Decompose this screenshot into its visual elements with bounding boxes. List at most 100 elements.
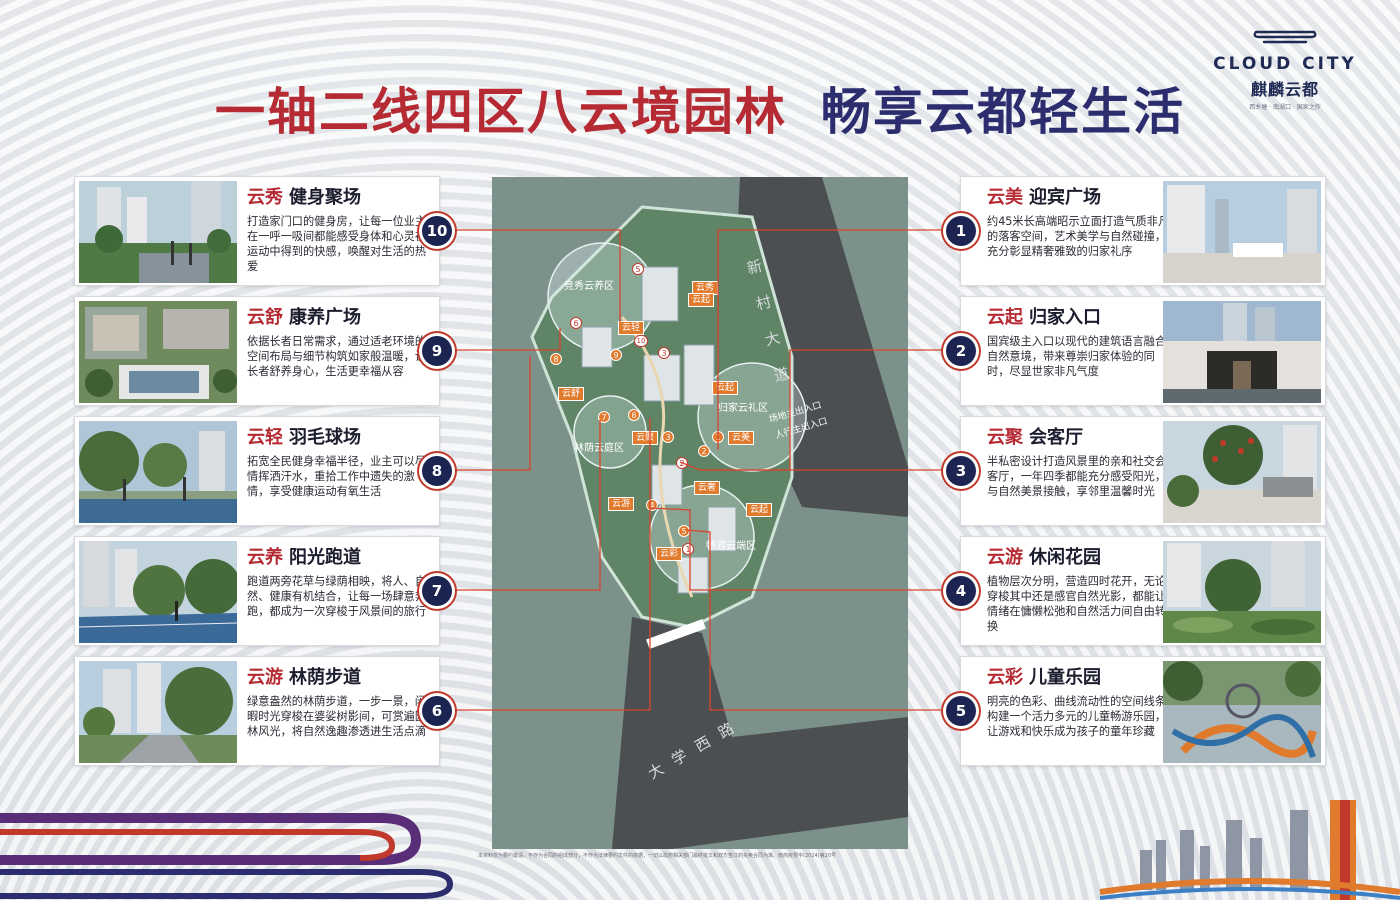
zone-label: 归家云礼区 [718, 403, 768, 414]
map-tag: 云游 [608, 491, 635, 511]
badge-7: 7 [422, 576, 452, 606]
map-tag: 云轻 [618, 315, 645, 335]
photo-fitness [79, 181, 237, 283]
card-text: 云游休闲花园 植物层次分明，营造四时花开，无论穿梭其中还是感官自然光影，都能让情… [987, 547, 1172, 634]
photo-lounge [1163, 421, 1321, 523]
zone-label: 林荫云庭区 [574, 443, 624, 454]
map-pin: 1 [712, 431, 724, 443]
card-text: 云起归家入口 国宾级主入口以现代的建筑语言融合自然意境，带来尊崇归家体验的同时，… [987, 307, 1172, 379]
map-pin: 10 [634, 335, 648, 347]
map-pin: 5 [632, 263, 644, 275]
card-yunyang: 云养阳光跑道 跑道两旁花草与绿荫相映，将人、自然、健康有机结合，让每一场肆意奔跑… [74, 536, 440, 646]
card-title: 云养阳光跑道 [247, 547, 361, 568]
card-title: 云彩儿童乐园 [987, 667, 1101, 688]
badge-9: 9 [422, 336, 452, 366]
photo-kids-park [1163, 661, 1321, 763]
photo-welcome-plaza [1163, 181, 1321, 283]
map-tag: 云聚 [632, 425, 659, 445]
photo-home-entrance [1163, 301, 1321, 403]
map-pin: 5 [678, 525, 690, 537]
card-text: 云轻羽毛球场 拓宽全民健身幸福半径，业主可以尽情挥洒汗水，重拾工作中遗失的激情，… [247, 427, 432, 499]
map-tag: 云奢 [694, 475, 721, 495]
zone-label: 畅游云端区 [706, 541, 756, 552]
badge-8: 8 [422, 456, 452, 486]
map-pin: 3 [658, 347, 670, 359]
card-desc: 依据长者日常需求，通过适老环境的空间布局与细节构筑如家般温暖，让长者舒养身心，生… [247, 335, 427, 378]
map-tag: 云起 [746, 497, 773, 517]
map-tag: 云起 [688, 287, 715, 307]
map-pin: 9 [610, 349, 622, 361]
map-pin: 8 [550, 353, 562, 365]
logo-en: CLOUD CITY [1213, 54, 1357, 74]
photo-running-track [79, 541, 237, 643]
badge-3: 3 [946, 456, 976, 486]
map-tag: 云秀 [692, 275, 719, 295]
card-title: 云游休闲花园 [987, 547, 1101, 568]
map-pin: 2 [698, 445, 710, 457]
card-yunxiu: 云秀健身聚场 打造家门口的健身房，让每一位业主在一呼一吸间都能感受身体和心灵在运… [74, 176, 440, 286]
map-pin: 4 [646, 499, 658, 511]
card-text: 云秀健身聚场 打造家门口的健身房，让每一位业主在一呼一吸间都能感受身体和心灵在运… [247, 187, 432, 274]
card-yunshu: 云舒康养广场 依据长者日常需求，通过适老环境的空间布局与细节构筑如家般温暖，让长… [74, 296, 440, 406]
map-pin: 6 [628, 409, 640, 421]
card-yunqing: 云轻羽毛球场 拓宽全民健身幸福半径，业主可以尽情挥洒汗水，重拾工作中遗失的激情，… [74, 416, 440, 526]
page-title: 一轴二线四区八云境园林畅享云都轻生活 [0, 72, 1400, 144]
map-pin: 3 [662, 431, 674, 443]
card-desc: 约45米长高端昭示立面打造气质非凡的落客空间，艺术美学与自然碰撞，充分彰显精奢雅… [987, 215, 1170, 258]
card-desc: 明亮的色彩、曲线流动性的空间线条构建一个活力多元的儿童畅游乐园，让游戏和快乐成为… [987, 695, 1167, 738]
card-desc: 跑道两旁花草与绿荫相映，将人、自然、健康有机结合，让每一场肆意奔跑，都成为一次穿… [247, 575, 427, 618]
badge-4: 4 [946, 576, 976, 606]
card-text: 云美迎宾广场 约45米长高端昭示立面打造气质非凡的落客空间，艺术美学与自然碰撞，… [987, 187, 1172, 259]
photo-shade-walkway [79, 661, 237, 763]
map-pin: 7 [598, 411, 610, 423]
map-tag: 云舒 [558, 381, 585, 401]
brand-logo: CLOUD CITY 麒麟云都 西乡塘 · 南湖口 · 国家之作 [1200, 28, 1370, 111]
card-title: 云秀健身聚场 [247, 187, 361, 208]
badge-1: 1 [946, 216, 976, 246]
map-pin: 2 [676, 457, 688, 469]
card-yunyou-walk: 云游林荫步道 绿意盎然的林荫步道，一步一景，闲暇时光穿梭在婆娑树影间，可赏遍园林… [74, 656, 440, 766]
title-part-2: 畅享云都轻生活 [821, 83, 1185, 141]
card-yunju: 云聚会客厅 半私密设计打造风景里的亲和社交会客厅，一年四季都能充分感受阳光，与自… [960, 416, 1326, 526]
card-title: 云起归家入口 [987, 307, 1101, 328]
card-text: 云聚会客厅 半私密设计打造风景里的亲和社交会客厅，一年四季都能充分感受阳光，与自… [987, 427, 1172, 499]
card-text: 云彩儿童乐园 明亮的色彩、曲线流动性的空间线条构建一个活力多元的儿童畅游乐园，让… [987, 667, 1172, 739]
card-title: 云聚会客厅 [987, 427, 1083, 448]
card-title: 云舒康养广场 [247, 307, 361, 328]
photo-badminton [79, 421, 237, 523]
card-yunmei: 云美迎宾广场 约45米长高端昭示立面打造气质非凡的落客空间，艺术美学与自然碰撞，… [960, 176, 1326, 286]
bottom-decoration [0, 800, 1400, 900]
badge-10: 10 [422, 216, 452, 246]
card-desc: 打造家门口的健身房，让每一位业主在一呼一吸间都能感受身体和心灵在运动中得到的快感… [247, 215, 427, 273]
card-title: 云美迎宾广场 [987, 187, 1101, 208]
logo-cn: 麒麟云都 [1250, 80, 1319, 99]
card-desc: 国宾级主入口以现代的建筑语言融合自然意境，带来尊崇归家体验的同时，尽显世家非凡气… [987, 335, 1167, 378]
map-pin: 6 [570, 317, 582, 329]
card-desc: 半私密设计打造风景里的亲和社交会客厅，一年四季都能充分感受阳光，与自然美景接触，… [987, 455, 1167, 498]
cloud-logo-icon [1200, 28, 1370, 48]
badge-6: 6 [422, 696, 452, 726]
card-title: 云游林荫步道 [247, 667, 361, 688]
card-text: 云养阳光跑道 跑道两旁花草与绿荫相映，将人、自然、健康有机结合，让每一场肆意奔跑… [247, 547, 432, 619]
card-yunqi: 云起归家入口 国宾级主入口以现代的建筑语言融合自然意境，带来尊崇归家体验的同时，… [960, 296, 1326, 406]
badge-2: 2 [946, 336, 976, 366]
card-desc: 拓宽全民健身幸福半径，业主可以尽情挥洒汗水，重拾工作中遗失的激情，享受健康运动有… [247, 455, 427, 498]
card-desc: 植物层次分明，营造四时花开，无论穿梭其中还是感官自然光影，都能让情绪在慵懒松弛和… [987, 575, 1167, 633]
map-tag: 云起 [712, 375, 739, 395]
map-pin: 1 [682, 543, 694, 555]
card-yuncai: 云彩儿童乐园 明亮的色彩、曲线流动性的空间线条构建一个活力多元的儿童畅游乐园，让… [960, 656, 1326, 766]
card-desc: 绿意盎然的林荫步道，一步一景，闲暇时光穿梭在婆娑树影间，可赏遍园林风光，将自然逸… [247, 695, 427, 738]
photo-wellness-plaza [79, 301, 237, 403]
card-yunyou-garden: 云游休闲花园 植物层次分明，营造四时花开，无论穿梭其中还是感官自然光影，都能让情… [960, 536, 1326, 646]
map-tag: 云美 [728, 425, 755, 445]
card-text: 云舒康养广场 依据长者日常需求，通过适老环境的空间布局与细节构筑如家般温暖，让长… [247, 307, 432, 379]
photo-leisure-garden [1163, 541, 1321, 643]
zone-label: 竞秀云养区 [564, 281, 614, 292]
site-plan-map: 竞秀云养区 林荫云庭区 归家云礼区 畅游云端区 新村大道 大学西路 场地主出入口… [492, 177, 908, 849]
map-tag: 云彩 [656, 541, 683, 561]
badge-5: 5 [946, 696, 976, 726]
logo-sub: 西乡塘 · 南湖口 · 国家之作 [1249, 104, 1321, 111]
card-title: 云轻羽毛球场 [247, 427, 361, 448]
disclaimer: 本资料仅为要约邀请，不作为合同的组成部分，不作为法律要约文件的依据，一切以政府相… [478, 853, 836, 859]
card-text: 云游林荫步道 绿意盎然的林荫步道，一步一景，闲暇时光穿梭在婆娑树影间，可赏遍园林… [247, 667, 432, 739]
